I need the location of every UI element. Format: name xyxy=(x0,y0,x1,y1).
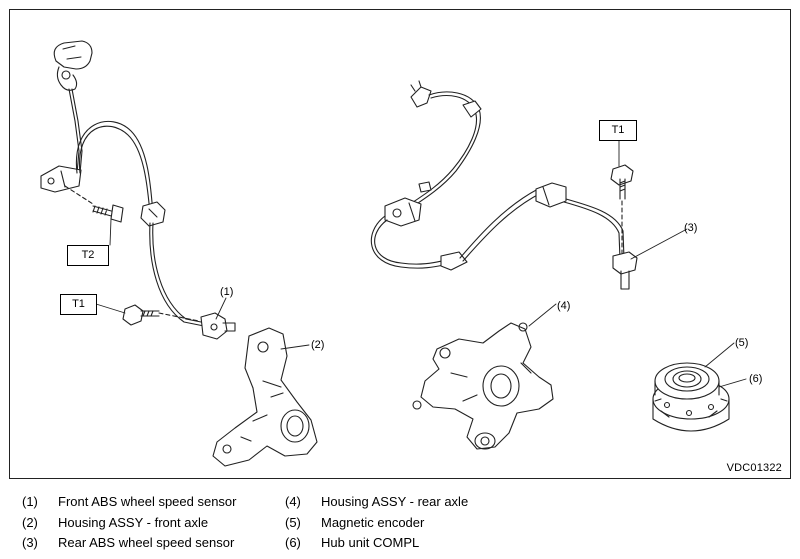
rear-abs-sensor-drawing xyxy=(370,80,638,290)
legend-number: (5) xyxy=(285,515,301,530)
legend-label: Rear ABS wheel speed sensor xyxy=(58,535,235,550)
front-abs-sensor-drawing xyxy=(40,40,236,340)
legend-number: (3) xyxy=(22,535,38,550)
callout-2: (2) xyxy=(311,339,325,351)
legend-number: (2) xyxy=(22,515,38,530)
parts-illustration xyxy=(40,40,747,467)
figure-id: VDC01322 xyxy=(726,462,782,474)
callout-1: (1) xyxy=(220,286,234,298)
legend-label: Magnetic encoder xyxy=(321,515,425,530)
hub-unit-drawing xyxy=(652,362,730,432)
legend-label: Front ABS wheel speed sensor xyxy=(58,494,237,509)
legend-label: Hub unit COMPL xyxy=(321,535,420,550)
legend-number: (1) xyxy=(22,494,38,509)
legend-label: Housing ASSY - rear axle xyxy=(321,494,469,509)
callout-6: (6) xyxy=(749,373,763,385)
diagram-frame: T2 T1 T1 (1) (2) (3) (4) (5) (6) VDC0132… xyxy=(9,9,791,479)
legend-number: (4) xyxy=(285,494,301,509)
legend-label: Housing ASSY - front axle xyxy=(58,515,209,530)
torque-label-front-t1: T1 xyxy=(60,294,97,315)
torque-label-rear-t1: T1 xyxy=(599,120,637,141)
callout-4: (4) xyxy=(557,300,571,312)
callout-5: (5) xyxy=(735,337,749,349)
rear-housing-drawing xyxy=(412,322,554,450)
legend-number: (6) xyxy=(285,535,301,550)
torque-label-front-t2: T2 xyxy=(67,245,109,266)
legend: (1) Front ABS wheel speed sensor (2) Hou… xyxy=(0,487,800,559)
callout-3: (3) xyxy=(684,222,698,234)
front-housing-drawing xyxy=(212,327,318,467)
leader-lines xyxy=(95,138,747,388)
